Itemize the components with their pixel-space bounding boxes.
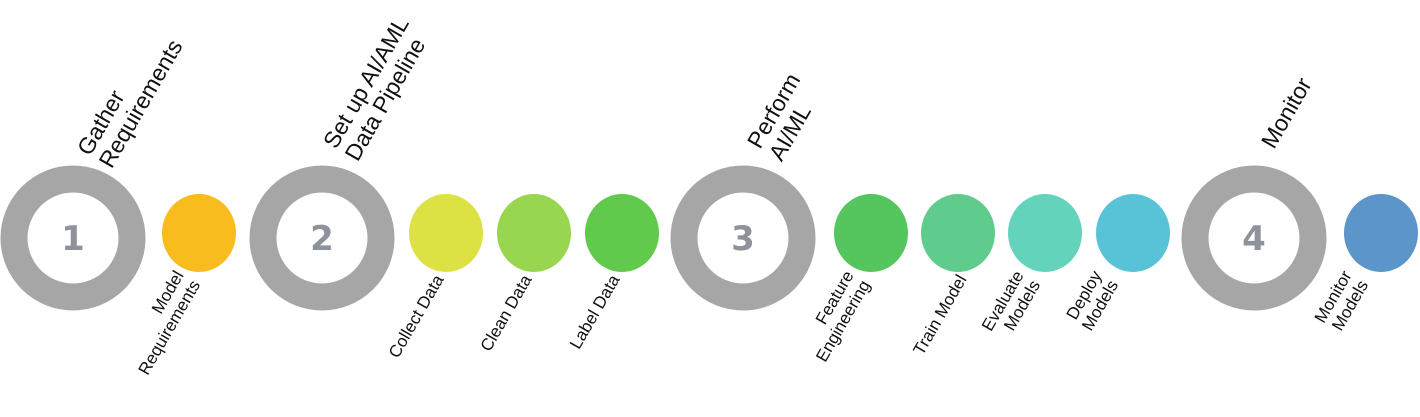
phase-ring (670, 165, 816, 311)
step-label-line: Clean Data (477, 271, 536, 355)
step-dot (921, 194, 995, 272)
phase-ring (1181, 165, 1327, 311)
phase-4: 4 Monitor (1181, 73, 1327, 311)
step-dot (1344, 194, 1418, 272)
step-label-line: Train Model (910, 272, 971, 359)
phase-number: 1 (61, 219, 85, 259)
phase-title-line: Monitor (1256, 73, 1317, 153)
step-label: Label Data (566, 271, 624, 352)
step-dot (1008, 194, 1082, 272)
step-label-line: Label Data (566, 271, 624, 352)
step-dot (1096, 194, 1170, 272)
step-collect-data: Collect Data (385, 194, 483, 361)
step-label: Clean Data (477, 271, 536, 355)
step-dot (585, 194, 659, 272)
phase-number: 3 (731, 219, 755, 259)
step-clean-data: Clean Data (477, 194, 571, 355)
phase-number: 4 (1242, 219, 1266, 259)
step-dot (834, 194, 908, 272)
phase-ring (249, 165, 395, 311)
phase-ring (0, 165, 146, 311)
step-train-model: Train Model (910, 194, 995, 358)
phase-number: 2 (310, 219, 334, 259)
phase-title: Monitor (1256, 73, 1317, 153)
step-label: Collect Data (385, 271, 448, 361)
step-label: Train Model (910, 272, 971, 359)
step-label-line: Collect Data (385, 271, 448, 361)
step-dot (162, 194, 236, 272)
step-label-data: Label Data (566, 194, 659, 352)
step-dot (409, 194, 483, 272)
step-dot (497, 194, 571, 272)
